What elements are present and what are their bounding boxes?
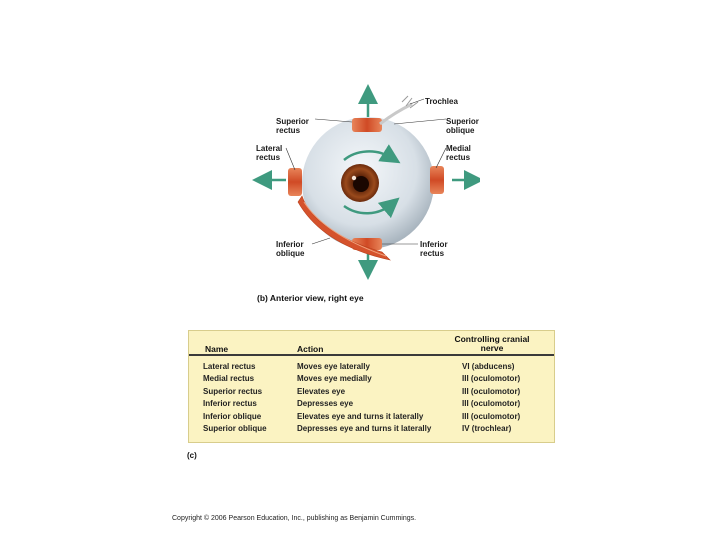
header-divider [189, 354, 554, 356]
cell-nerve: IV (trochlear) [462, 424, 512, 433]
cell-name: Lateral rectus [203, 362, 256, 371]
eye-diagram [252, 84, 480, 280]
header-nerve: Controlling cranial nerve [454, 334, 530, 353]
cell-action: Moves eye medially [297, 374, 372, 384]
superior-rectus-muscle [352, 118, 382, 132]
table-row: Medial rectus Moves eye medially III (oc… [189, 374, 554, 386]
cell-action: Depresses eye [297, 399, 354, 409]
header-name: Name [205, 344, 229, 354]
label-inferior-oblique: Inferior oblique [276, 240, 305, 258]
caption-text: Anterior view, right eye [269, 293, 364, 303]
figure-caption-b: (b) Anterior view, right eye [257, 293, 364, 303]
label-superior-rectus: Superior rectus [276, 117, 309, 135]
figure-part-c-label: (c) [187, 451, 197, 460]
cell-name: Inferior oblique [203, 411, 262, 421]
header-action: Action [297, 344, 324, 354]
cell-name: Superior rectus [203, 386, 263, 396]
label-lateral-rectus: Lateral rectus [256, 144, 283, 162]
superior-oblique-tendon [379, 102, 413, 126]
muscle-table: Name Action Controlling cranial nerve La… [188, 330, 555, 443]
cell-name: Medial rectus [203, 374, 255, 384]
table-row: Inferior oblique Elevates eye and turns … [189, 412, 554, 424]
cell-action: Elevates eye and turns it laterally [297, 411, 424, 421]
cell-name: Superior oblique [203, 424, 267, 433]
table-row: Lateral rectus Moves eye laterally VI (a… [189, 362, 554, 374]
cell-name: Inferior rectus [203, 399, 257, 409]
table-row: Superior oblique Depresses eye and turns… [189, 424, 554, 436]
table-row: Superior rectus Elevates eye III (oculom… [189, 387, 554, 399]
pupil [353, 176, 369, 192]
rotation-arrow-top [343, 144, 401, 164]
cell-nerve: III (oculomotor) [462, 411, 521, 421]
cell-action: Depresses eye and turns it laterally [297, 424, 432, 433]
label-medial-rectus: Medial rectus [446, 144, 471, 162]
table-row: Inferior rectus Depresses eye III (oculo… [189, 399, 554, 411]
cell-action: Moves eye laterally [297, 362, 370, 371]
copyright-notice: Copyright © 2006 Pearson Education, Inc.… [172, 515, 417, 522]
label-trochlea: Trochlea [425, 97, 458, 106]
cell-action: Elevates eye [297, 386, 346, 396]
rotation-arrow-bottom [343, 197, 400, 219]
medial-rectus-muscle [430, 166, 444, 194]
cell-nerve: III (oculomotor) [462, 374, 521, 384]
cell-nerve: III (oculomotor) [462, 399, 521, 409]
inferior-oblique-muscle [297, 195, 391, 261]
cell-nerve: VI (abducens) [462, 362, 515, 371]
label-inferior-rectus: Inferior rectus [420, 240, 448, 258]
lateral-rectus-muscle [288, 168, 302, 196]
cell-nerve: III (oculomotor) [462, 386, 521, 396]
label-superior-oblique: Superior oblique [446, 117, 479, 135]
caption-part-label: (b) [257, 293, 268, 303]
